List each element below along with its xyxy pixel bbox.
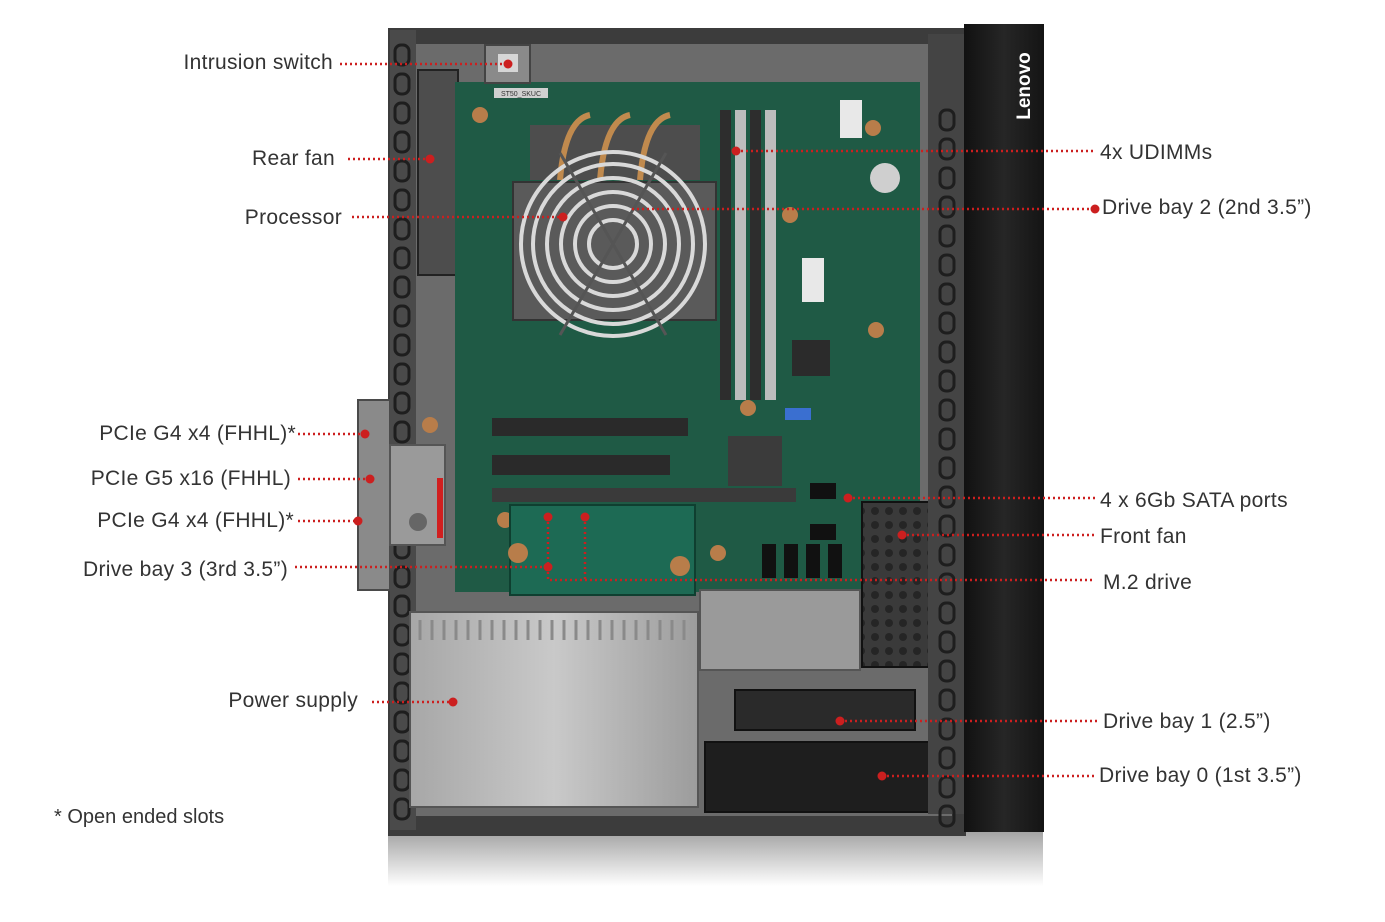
callout-dot bbox=[543, 512, 553, 522]
label-rear-fan: Rear fan bbox=[252, 147, 335, 170]
label-drive-bay-1: Drive bay 1 (2.5”) bbox=[1103, 710, 1271, 733]
cpu-cooler bbox=[512, 112, 717, 338]
label-drive-bay-2: Drive bay 2 (2nd 3.5”) bbox=[1102, 196, 1312, 219]
label-processor: Processor bbox=[244, 206, 342, 229]
power-supply bbox=[409, 611, 699, 808]
label-drive-bay-3: Drive bay 3 (3rd 3.5”) bbox=[82, 558, 288, 581]
label-udimms: 4x UDIMMs bbox=[1100, 141, 1213, 164]
callout-dot bbox=[731, 146, 741, 156]
label-pcie-g5-x16: PCIe G5 x16 (FHHL) bbox=[90, 467, 291, 490]
m2-card bbox=[509, 504, 696, 596]
callout-dot bbox=[580, 512, 590, 522]
brand-logo: Lenovo bbox=[1014, 52, 1035, 120]
callout-dot bbox=[353, 516, 363, 526]
callout-dot bbox=[503, 59, 513, 69]
label-pcie-g4-x4-bottom: PCIe G4 x4 (FHHL)* bbox=[97, 509, 294, 532]
board-silkscreen: ST50_SKUC bbox=[501, 91, 541, 98]
callout-line bbox=[546, 517, 1095, 582]
footnote: * Open ended slots bbox=[54, 806, 225, 828]
callout-dot bbox=[448, 697, 458, 707]
drive-cage bbox=[699, 589, 936, 813]
callout-lines bbox=[295, 59, 1100, 781]
label-front-fan: Front fan bbox=[1100, 525, 1187, 548]
callout-dot bbox=[360, 429, 370, 439]
callout-dot bbox=[835, 716, 845, 726]
pcie-slots bbox=[492, 418, 796, 502]
callout-dot bbox=[365, 474, 375, 484]
label-m2-drive: M.2 drive bbox=[1103, 571, 1193, 594]
label-sata-ports: 4 x 6Gb SATA ports bbox=[1100, 489, 1288, 512]
front-bezel bbox=[964, 24, 1044, 832]
label-drive-bay-0: Drive bay 0 (1st 3.5”) bbox=[1099, 764, 1302, 787]
label-power-supply: Power supply bbox=[228, 689, 358, 712]
front-fan bbox=[861, 501, 935, 668]
callout-dot bbox=[425, 154, 435, 164]
rear-fan bbox=[417, 69, 459, 276]
callout-dot bbox=[843, 493, 853, 503]
callout-dot bbox=[897, 530, 907, 540]
sata-ports bbox=[762, 483, 842, 578]
board-components bbox=[422, 100, 900, 561]
callout-dot bbox=[558, 212, 568, 222]
label-intrusion-switch: Intrusion switch bbox=[183, 51, 333, 74]
chipset bbox=[728, 436, 782, 486]
callout-dot bbox=[877, 771, 887, 781]
callout-dot bbox=[1090, 204, 1100, 214]
dimm-slots bbox=[720, 110, 776, 400]
front-rail bbox=[928, 34, 964, 828]
label-pcie-g4-x4-top: PCIe G4 x4 (FHHL)* bbox=[99, 422, 296, 445]
